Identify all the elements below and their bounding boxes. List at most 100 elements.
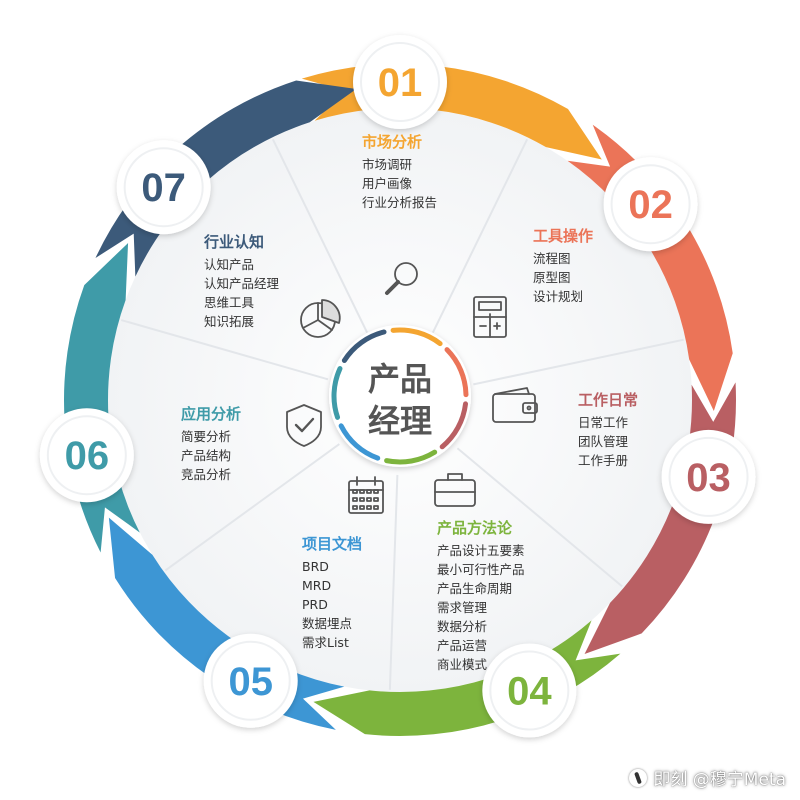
section-item: 需求List — [302, 635, 349, 650]
divider-line — [473, 338, 684, 386]
badge-07: 07 — [116, 140, 211, 235]
badge-number: 01 — [378, 61, 423, 105]
section-item: 日常工作 — [578, 415, 629, 430]
center-ring-segment — [444, 347, 469, 398]
badge-inner-ring — [668, 436, 749, 517]
badge-circle — [203, 633, 298, 728]
badge-06: 06 — [39, 408, 134, 503]
badge-02: 02 — [603, 157, 698, 252]
badge-inner-ring — [46, 415, 127, 496]
divider-line — [388, 474, 399, 690]
watermark: 即刻 @穆宁Meta — [629, 765, 786, 790]
section-07: 行业认知认知产品认知产品经理思维工具知识拓展 — [204, 232, 279, 331]
badge-inner-ring — [123, 147, 204, 228]
section-06: 应用分析简要分析产品结构竞品分析 — [181, 404, 241, 484]
wallet-icon — [492, 387, 538, 423]
center-circle — [329, 325, 471, 467]
section-item: 产品结构 — [181, 448, 232, 463]
badge-circle — [603, 157, 698, 252]
pie-chart-icon — [300, 299, 341, 338]
badge-circle — [482, 643, 577, 738]
section-item: 产品生命周期 — [437, 581, 513, 596]
section-item: 认知产品 — [204, 257, 255, 272]
section-item: 行业分析报告 — [362, 195, 438, 210]
center-title-line1: 产品 — [368, 360, 432, 398]
section-item: 数据埋点 — [302, 616, 353, 631]
section-item: 商业模式 — [437, 657, 488, 672]
center-ring-segment — [338, 423, 381, 461]
section-icons — [286, 262, 538, 514]
badge-04: 04 — [482, 643, 577, 738]
center-ring-segment — [341, 329, 387, 363]
badge-number: 04 — [507, 670, 552, 714]
badge-number: 07 — [141, 166, 186, 210]
section-01: 市场分析市场调研用户画像行业分析报告 — [362, 132, 437, 212]
center-title-line2: 经理 — [368, 402, 432, 440]
badge-number: 03 — [686, 456, 731, 500]
section-05: 项目文档 BRD MRD PRD 数据埋点需求List — [302, 534, 362, 652]
section-item: 产品运营 — [437, 638, 488, 653]
ring-arrow-02 — [567, 124, 733, 411]
badge-number: 06 — [65, 434, 110, 478]
badge-inner-ring — [360, 42, 440, 122]
section-item: PRD — [302, 597, 328, 612]
section-item: 设计规划 — [533, 289, 584, 304]
section-item: 需求管理 — [437, 600, 488, 615]
section-title: 市场分析 — [362, 133, 423, 151]
section-item: 认知产品经理 — [204, 276, 280, 291]
section-item: 竞品分析 — [181, 467, 232, 482]
section-item: 知识拓展 — [204, 314, 255, 329]
section-item: 产品设计五要素 — [437, 543, 525, 558]
section-item: 数据分析 — [437, 619, 488, 634]
sector-dividers — [120, 138, 684, 690]
briefcase-icon — [434, 473, 476, 507]
badge-circle — [353, 35, 447, 129]
center-ring-segment — [331, 366, 343, 420]
number-badges: 01 02 03 04 05 06 07 — [39, 35, 756, 738]
badge-circle — [39, 408, 134, 503]
section-title: 工作日常 — [578, 391, 639, 409]
center-ring-segment — [390, 327, 443, 347]
section-item: 最小可行性产品 — [437, 562, 525, 577]
divider-line — [431, 138, 529, 334]
section-item: BRD — [302, 559, 329, 574]
section-item: MRD — [302, 578, 332, 593]
section-title: 行业认知 — [204, 233, 265, 251]
section-04: 产品方法论产品设计五要素最小可行性产品产品生命周期需求管理数据分析产品运营商业模… — [437, 518, 525, 674]
calculator-icon — [473, 296, 507, 338]
section-item: 用户画像 — [362, 176, 413, 191]
center-ring-segment — [439, 401, 469, 450]
shield-check-icon — [286, 404, 322, 447]
section-item: 市场调研 — [362, 157, 413, 172]
badge-number: 05 — [228, 660, 273, 704]
jike-logo-icon — [629, 768, 648, 787]
badge-05: 05 — [203, 633, 298, 728]
center-color-ring — [331, 327, 469, 465]
section-title: 产品方法论 — [437, 519, 513, 537]
badge-inner-ring — [489, 650, 570, 731]
section-title: 项目文档 — [302, 535, 363, 553]
section-item: 思维工具 — [204, 295, 255, 310]
divider-line — [120, 319, 329, 381]
section-item: 工作手册 — [578, 453, 629, 468]
badge-number: 02 — [628, 183, 673, 227]
section-02: 工具操作流程图原型图设计规划 — [533, 226, 593, 306]
section-item: 原型图 — [533, 270, 571, 285]
badge-circle — [661, 429, 756, 524]
section-03: 工作日常日常工作团队管理工作手册 — [578, 390, 638, 470]
section-item: 流程图 — [533, 251, 571, 266]
watermark-text: 即刻 @穆宁Meta — [653, 770, 786, 790]
badge-01: 01 — [353, 35, 447, 129]
center-hub: 产品 经理 — [329, 325, 471, 467]
badge-inner-ring — [210, 640, 291, 721]
badge-inner-ring — [610, 164, 691, 245]
center-ring-segment — [384, 449, 438, 465]
section-title: 应用分析 — [181, 405, 242, 423]
section-item: 团队管理 — [578, 434, 629, 449]
badge-03: 03 — [661, 429, 756, 524]
ring-arrow-04 — [313, 620, 621, 736]
magnifier-icon — [385, 262, 418, 295]
section-item: 简要分析 — [181, 429, 232, 444]
divider-line — [164, 443, 340, 572]
